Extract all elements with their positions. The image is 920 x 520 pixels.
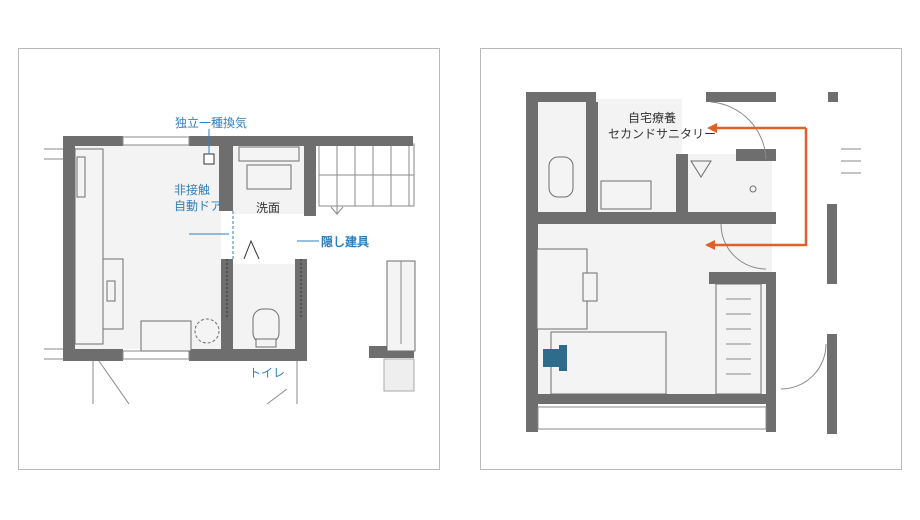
wall (295, 259, 307, 361)
toilet-bowl (252, 308, 280, 344)
plant (194, 318, 220, 344)
wall (526, 92, 596, 102)
chair (106, 280, 116, 302)
wall (189, 136, 219, 146)
wall (827, 334, 837, 434)
floor-plan-right-drawing: 自宅療養 セカンドサニタリー (526, 92, 861, 434)
shelf (76, 156, 86, 198)
toilet-label: トイレ (249, 366, 285, 380)
wall (706, 92, 776, 102)
wall (221, 259, 233, 361)
wall (526, 92, 538, 432)
chair (582, 272, 598, 302)
wall (526, 212, 776, 224)
wall (219, 136, 233, 211)
closet (715, 283, 762, 395)
vanity (600, 180, 652, 210)
home-care-label-line1: 自宅療養 (628, 110, 676, 125)
floor-plan-left-drawing: 独立一種換気 非接触 自動ドア 洗面 隠し建具 トイレ (44, 115, 416, 405)
flow-arrow (707, 128, 808, 247)
wall (189, 349, 307, 361)
washroom-label: 洗面 (256, 201, 280, 215)
shower-floor (687, 154, 772, 214)
arrowhead (707, 123, 717, 133)
bed-head-icon (543, 345, 567, 371)
shower (690, 160, 712, 178)
touchless-door-label-line1: 非接触 (174, 182, 210, 197)
wall (63, 349, 123, 361)
wall (828, 92, 838, 102)
toilet-tank (255, 338, 277, 348)
ventilation-label: 独立一種換気 (175, 115, 247, 130)
wash-basin (246, 164, 292, 190)
arrowhead (705, 240, 715, 250)
wall (63, 136, 75, 361)
wall (586, 102, 598, 217)
wall (526, 394, 776, 404)
sofa (140, 320, 192, 352)
wall (709, 272, 776, 284)
wall (766, 212, 776, 222)
wall (63, 136, 123, 146)
floor-plan-right: 自宅療養 セカンドサニタリー (480, 48, 902, 470)
window (122, 136, 190, 146)
wall (827, 204, 837, 284)
door-arc (710, 101, 767, 160)
home-care-label-line2: セカンドサニタリー (608, 127, 716, 141)
door-arc (780, 343, 827, 390)
door-swing (243, 239, 260, 260)
floor-plan-left: 独立一種換気 非接触 自動ドア 洗面 隠し建具 トイレ (18, 48, 440, 470)
bottom-storage (537, 406, 767, 430)
window (122, 350, 190, 360)
door-arc (720, 223, 767, 270)
ventilation-unit (203, 153, 215, 165)
wall (766, 272, 776, 432)
bed (550, 331, 667, 395)
hidden-fittings-label: 隠し建具 (321, 234, 369, 249)
wall (304, 136, 316, 216)
toilet-bowl (548, 156, 574, 198)
desk (536, 248, 588, 330)
wall (736, 149, 776, 161)
wash-counter (238, 146, 300, 162)
wall (233, 136, 413, 146)
wall (676, 154, 688, 216)
touchless-door-label-line2: 自動ドア (174, 199, 222, 213)
